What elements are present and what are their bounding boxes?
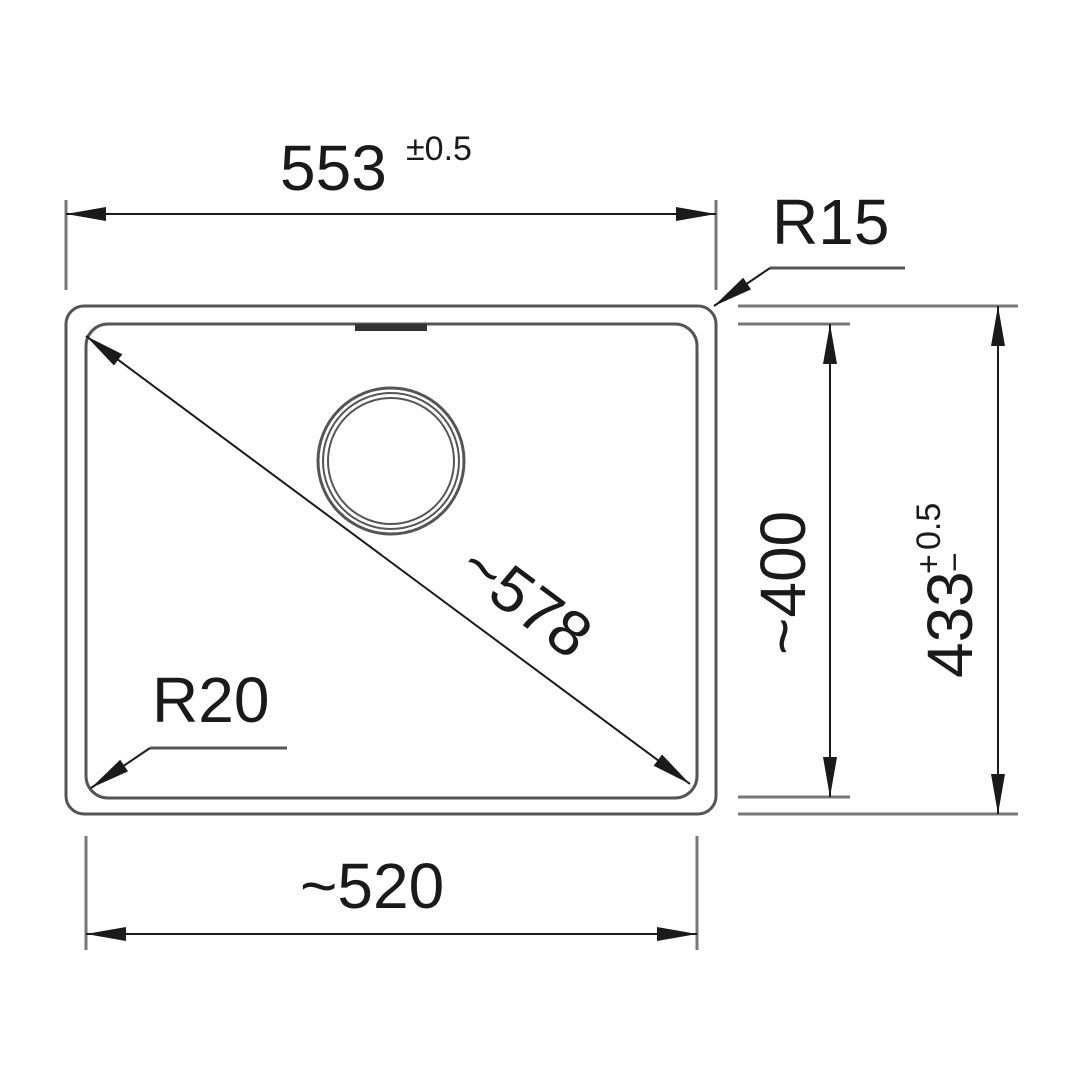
overall-width-value: 553 xyxy=(280,132,387,204)
overall-depth-tol-plus: + xyxy=(910,554,948,574)
diagonal-dimension-line xyxy=(85,335,691,785)
sink-outer-outline xyxy=(64,304,718,816)
overall-depth-value: 433 xyxy=(914,571,986,678)
r20-leader xyxy=(90,747,151,789)
overall-depth-tol-value: 0.5 xyxy=(910,503,948,550)
drain-icon xyxy=(316,386,466,536)
bowl-width-value: ~520 xyxy=(300,850,444,922)
overall-width-tolerance: ±0.5 xyxy=(406,130,472,168)
bowl-depth-value: ~400 xyxy=(747,511,819,655)
inner-radius-label: R20 xyxy=(152,664,269,736)
r15-leader xyxy=(713,267,771,307)
overall-depth-tol-minus: − xyxy=(936,552,974,572)
overall-depth-label: 433 + − 0.5 xyxy=(910,503,986,678)
outer-radius-label: R15 xyxy=(772,186,889,258)
overflow-slot xyxy=(355,324,427,331)
diagonal-value: ~578 xyxy=(447,528,606,672)
